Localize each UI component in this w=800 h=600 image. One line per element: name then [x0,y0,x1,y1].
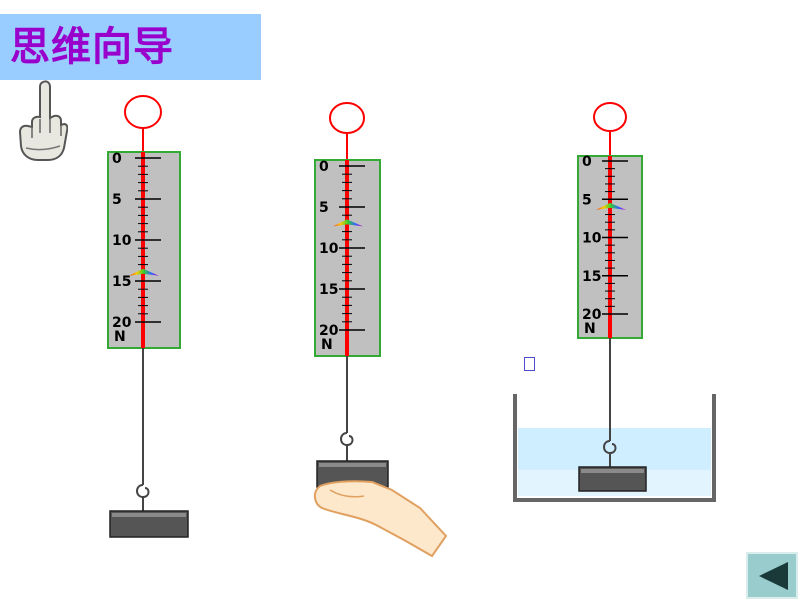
scale-water-tick-label-10: 10 [582,231,602,247]
scale-water-tick-label-20: 20 [582,307,602,323]
scale-hand-hook [340,432,354,447]
scale-hanging-tick-label-10: 10 [112,233,132,249]
scale-hanging-reading-pointer [129,268,159,276]
scale-hanging-tick-label-20: 20 [112,315,132,331]
scale-hand-tick-label-0: 0 [319,159,329,175]
scale-water-unit-label: N [584,321,596,337]
spring-scale-hanging: 0 5 10 15 20N [107,95,189,538]
scale-water-ring[interactable] [593,102,627,132]
scale-hanging-unit-label: N [114,329,126,345]
missing-glyph-icon [524,357,535,371]
scale-hanging-hook [136,484,150,499]
scale-hand-unit-label: N [321,337,333,353]
scale-hand-tick-label-10: 10 [319,241,339,257]
scale-hand-tick-label-5: 5 [319,200,329,216]
scale-hanging-tick-label-0: 0 [112,151,122,167]
scale-water-tick-label-5: 5 [582,192,592,208]
supporting-hand [314,480,448,558]
scale-hanging-tick-label-5: 5 [112,192,122,208]
scale-hanging-block-highlight [112,513,186,517]
page-title: 思维向导 [10,24,174,70]
spring-scale-water: 0 5 10 15 20N [577,102,647,492]
scale-water-tick-label-0: 0 [582,154,592,170]
scale-hand-block-highlight [319,463,386,467]
scale-hand-reading-pointer [333,219,363,227]
scale-water-tick-label-15: 15 [582,269,601,285]
scale-hanging-ring[interactable] [124,95,162,129]
back-button[interactable] [746,552,798,599]
spring-scale-hand: 0 5 10 15 20N [314,102,389,488]
pointing-hand-icon [18,80,68,161]
scale-hand-tick-label-15: 15 [319,282,338,298]
tank-walls [513,394,716,502]
scale-water-block-highlight [581,469,644,473]
back-arrow-icon [759,562,788,590]
scale-hand-ring[interactable] [329,102,365,134]
scale-hand-tick-label-20: 20 [319,323,339,339]
title-banner: 思维向导 [0,14,261,80]
scale-water-reading-pointer [596,202,626,210]
scale-hanging-tick-label-15: 15 [112,274,131,290]
